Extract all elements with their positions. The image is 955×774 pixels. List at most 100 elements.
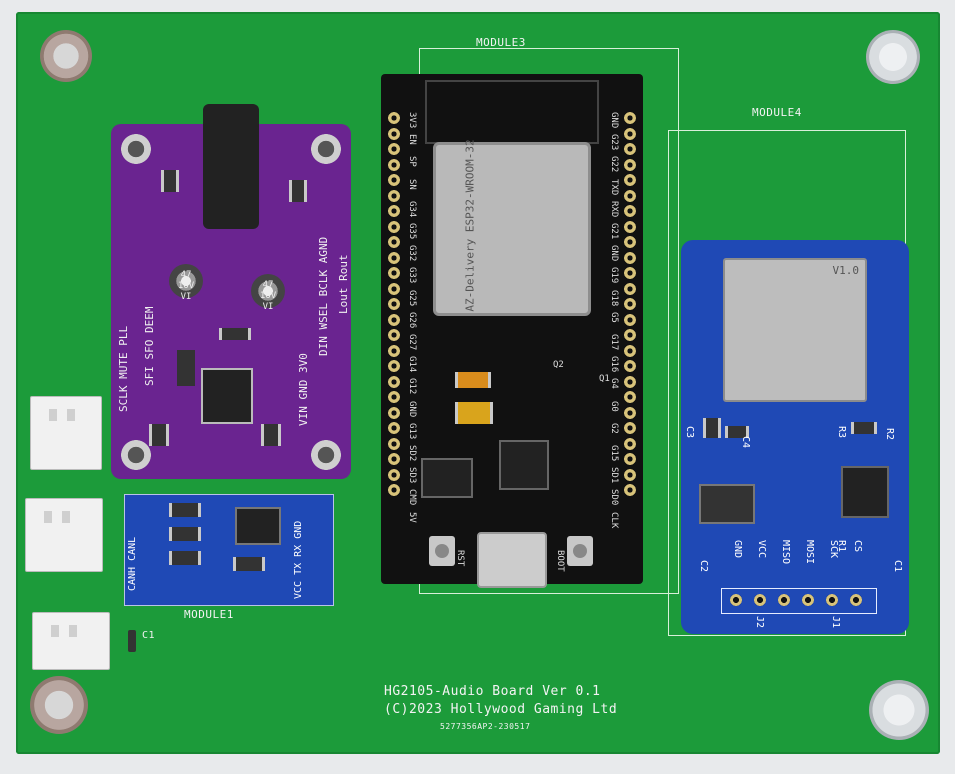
can-smd-2 <box>169 527 201 541</box>
esp-right-pin-label: G18 <box>609 289 619 306</box>
esp-right-pin-label: G5 <box>609 311 619 323</box>
dac-pins-right2: DIN WSEL BCLK AGND <box>317 236 330 356</box>
c1-capacitor <box>128 630 136 652</box>
esp-left-pin-label: G32 <box>407 245 417 262</box>
esp-left-pin-label: EN <box>407 134 417 146</box>
sd-slot-text: V1.0 <box>832 264 860 277</box>
sd-c4-label: C4 <box>740 436 751 449</box>
sd-r3-label: R3 <box>836 426 847 439</box>
esp-left-pin-label: SN <box>407 178 417 190</box>
esp-left-pin-label: 3V3 <box>407 112 417 129</box>
dac-pins-right3: Lout Rout <box>337 254 350 314</box>
dac-smd-3 <box>161 170 179 192</box>
esp-left-pin-label: SP <box>407 156 417 168</box>
mounting-hole-bottom-left <box>30 676 88 734</box>
esp-right-pin-label: G15 <box>609 445 619 462</box>
sd-smd-c4 <box>725 426 749 438</box>
sd-pin-label: CS <box>852 540 863 553</box>
board-title-line1: HG2105-Audio Board Ver 0.1 <box>384 684 601 699</box>
sd-pin-header <box>721 588 877 614</box>
mounting-hole-top-left <box>40 30 92 82</box>
esp-right-pin-label: CLK <box>609 511 619 528</box>
dac-capacitor-right: 47 16V VI <box>251 274 285 312</box>
can-chip <box>235 507 281 545</box>
dac-chip <box>201 368 253 424</box>
board-order-code: 5277356AP2-230517 <box>440 722 531 731</box>
sd-j2-label: J2 <box>754 616 765 629</box>
esp-left-pin-label: GND <box>407 400 417 417</box>
dac-smd-2 <box>177 350 195 386</box>
sd-j1-label: J1 <box>830 616 841 629</box>
esp-left-pin-label: G35 <box>407 223 417 240</box>
sd-pin-label: GND <box>732 540 743 559</box>
can-smd-4 <box>233 557 265 571</box>
sd-pin-label: MISO <box>780 540 791 565</box>
esp-right-pin-header <box>621 110 639 500</box>
dac-module: 47 16V VI 47 16V VI SCLK MUTE PLL SFI SF… <box>111 104 351 479</box>
module4-label: MODULE4 <box>752 106 802 119</box>
module3-label: MODULE3 <box>476 36 526 49</box>
dac-mount-hole-tr <box>307 130 345 168</box>
micro-usb-port[interactable] <box>477 532 547 588</box>
module1-label: MODULE1 <box>184 608 234 621</box>
can-smd-1 <box>169 503 201 517</box>
esp-right-pin-label: GND <box>609 112 619 129</box>
usb-serial-chip <box>499 440 549 490</box>
dac-pins-right: VIN GND 3V0 <box>297 353 310 426</box>
esp-capacitor-2 <box>455 402 493 424</box>
jst-connector-middle <box>25 498 103 572</box>
boot-label: BOOT <box>555 550 565 572</box>
q1-label: Q1 <box>599 374 610 384</box>
sd-regulator <box>699 484 755 524</box>
esp-right-pin-label: G17 <box>609 334 619 351</box>
esp-left-pin-label: G27 <box>407 334 417 351</box>
dac-smd-6 <box>261 424 281 446</box>
board-title-line2: (C)2023 Hollywood Gaming Ltd <box>384 702 618 717</box>
sd-c1-label: C1 <box>892 560 903 573</box>
esp-left-pin-header <box>385 110 403 500</box>
jst-connector-top <box>30 396 102 470</box>
audio-jack <box>203 104 259 229</box>
esp-right-pin-label: GND <box>609 245 619 262</box>
esp-right-pin-label: G0 <box>609 400 619 412</box>
dac-pins-left2: SFI SFO DEEM <box>143 306 156 386</box>
voltage-regulator <box>421 458 473 498</box>
dac-pins-left: SCLK MUTE PLL <box>117 325 130 412</box>
rst-button[interactable] <box>429 536 455 566</box>
esp-right-pin-label: G22 <box>609 156 619 173</box>
sd-pin-label: MOSI <box>804 540 815 565</box>
sd-smd-c3 <box>703 418 721 438</box>
esp-capacitor-1 <box>455 372 491 388</box>
boot-button[interactable] <box>567 536 593 566</box>
jst-connector-bottom <box>32 612 110 670</box>
esp-right-pin-label: G4 <box>609 378 619 390</box>
esp-right-pin-label: SD1 <box>609 467 619 484</box>
esp-left-pin-label: CMD <box>407 489 417 506</box>
esp-left-pin-label: G25 <box>407 289 417 306</box>
dac-mount-hole-bl <box>117 436 155 474</box>
sd-smd-r3 <box>851 422 877 434</box>
esp-left-pin-label: G33 <box>407 267 417 284</box>
esp-right-pin-label: G19 <box>609 267 619 284</box>
can-smd-3 <box>169 551 201 565</box>
c1-label: C1 <box>142 630 156 641</box>
esp-antenna <box>425 80 599 144</box>
esp-left-pin-label: G14 <box>407 356 417 373</box>
sd-card-slot[interactable]: V1.0 <box>723 258 867 402</box>
esp-left-pin-label: SD2 <box>407 445 417 462</box>
esp-right-pin-label: SD0 <box>609 489 619 506</box>
can-module: CANH CANL VCC TX RX GND <box>124 494 334 606</box>
esp-left-pin-label: G12 <box>407 378 417 395</box>
esp-left-pin-label: G34 <box>407 200 417 218</box>
esp-right-pin-label: G21 <box>609 223 619 240</box>
dac-capacitor-left: 47 16V VI <box>169 264 203 302</box>
esp-right-pin-label: G23 <box>609 134 619 151</box>
esp-left-pin-label: G26 <box>407 311 417 329</box>
esp-right-pin-label: G16 <box>609 356 619 373</box>
sd-r2-label: R2 <box>884 428 895 441</box>
dac-smd-5 <box>149 424 169 446</box>
esp-right-pin-label: G2 <box>609 422 619 434</box>
sd-c3-label: C3 <box>684 426 695 439</box>
esp-right-pin-label: TXD <box>609 178 619 195</box>
